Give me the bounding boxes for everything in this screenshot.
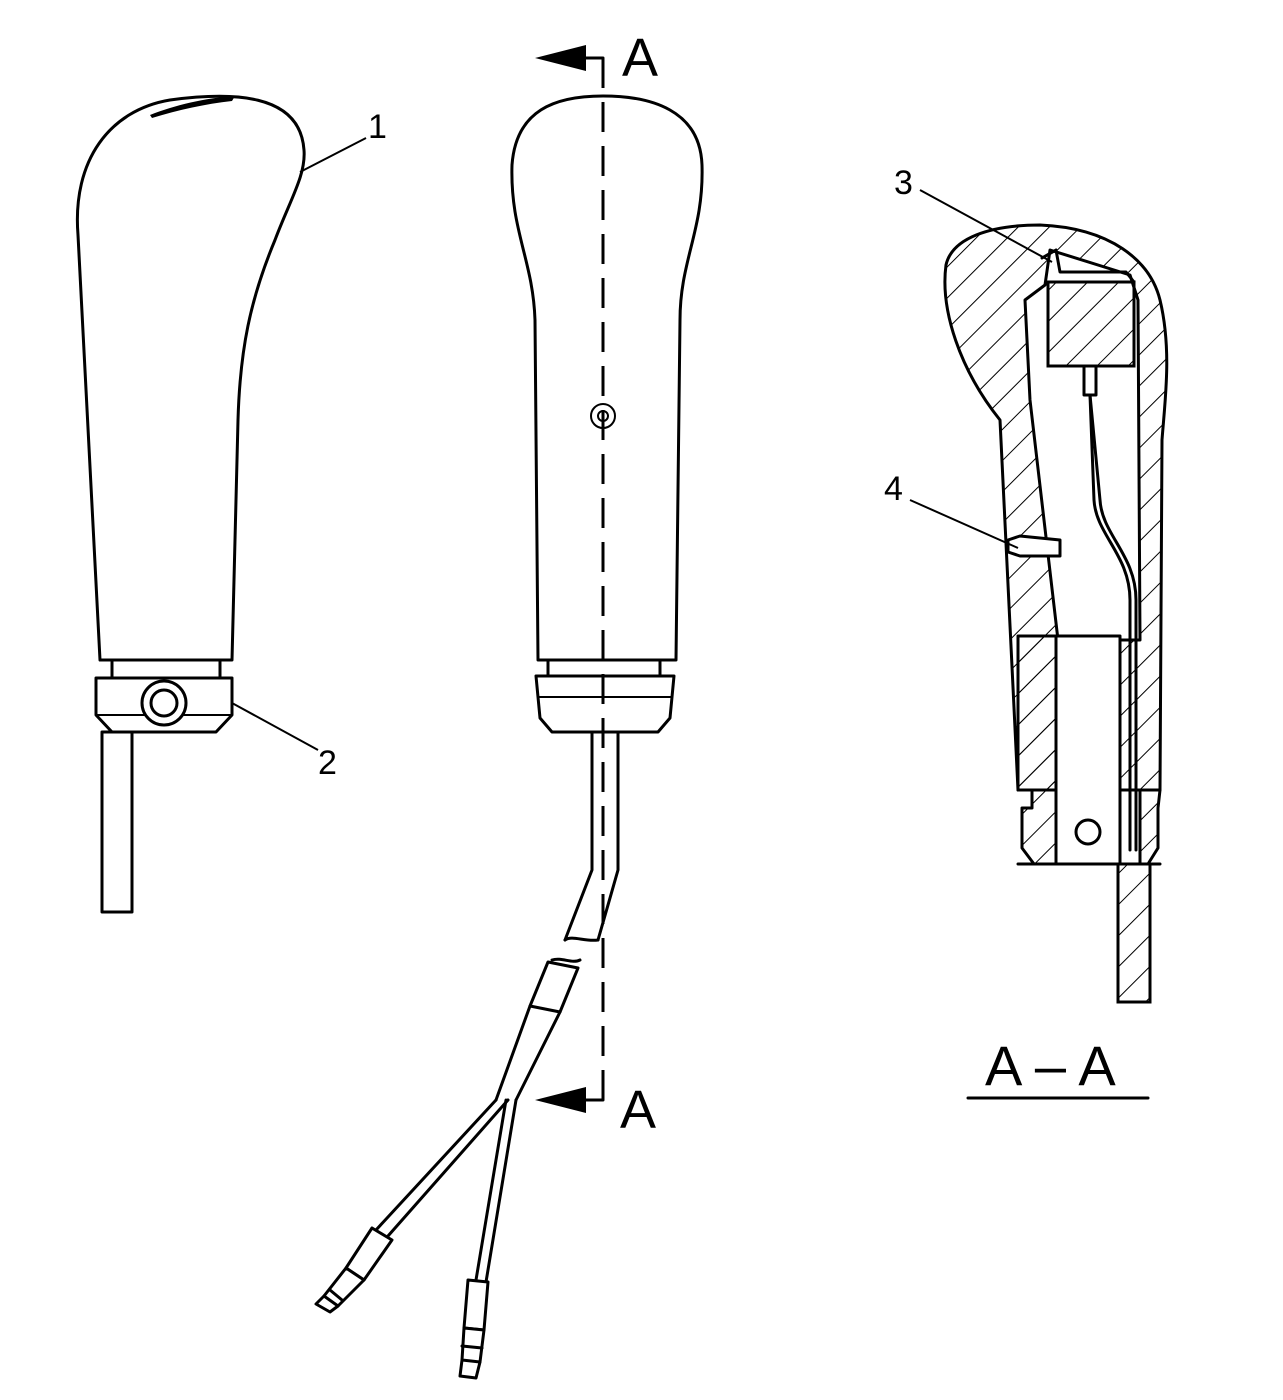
section-arrow-top	[535, 45, 586, 71]
harness-sleeve	[528, 960, 580, 1014]
section-mark-bottom: A	[620, 1080, 656, 1140]
retainer-screw-section	[1006, 534, 1062, 558]
wire-branch-a	[374, 1098, 510, 1238]
side-view	[75, 94, 306, 914]
callout-4: 4	[884, 470, 903, 508]
knob-body-front	[510, 94, 704, 662]
callout-2: 2	[318, 744, 337, 782]
leader-2	[231, 702, 319, 751]
callouts: 1 2 3 4	[231, 108, 1053, 782]
front-view: A A	[314, 28, 704, 1380]
switch-body	[1046, 280, 1136, 368]
wire-conduit	[563, 730, 620, 942]
section-arrow-bottom	[535, 1087, 586, 1113]
section-view-title: A – A	[985, 1034, 1116, 1097]
section-view: A – A	[943, 223, 1169, 1100]
knob-base-collar-front	[534, 674, 676, 734]
leader-1	[299, 137, 367, 173]
retainer-screw-inner	[149, 688, 179, 718]
shift-lever-shaft-side	[100, 730, 134, 914]
callout-1: 1	[368, 108, 387, 146]
section-mark-top: A	[622, 28, 658, 88]
switch-wire	[1088, 393, 1132, 852]
leader-3	[919, 189, 1053, 263]
knob-body-side	[75, 94, 306, 662]
knob-top-dark-edge	[150, 96, 235, 118]
connector-b	[462, 1278, 490, 1332]
knob-collar-ring-front	[546, 658, 662, 678]
wire-branch-b	[474, 1098, 518, 1284]
knob-collar-ring	[110, 658, 222, 680]
leader-4	[909, 499, 1019, 549]
pin-hole	[1074, 818, 1102, 846]
shift-lever-section	[1116, 862, 1152, 1004]
base-collar-section	[1016, 634, 1058, 866]
callout-3: 3	[894, 164, 913, 202]
